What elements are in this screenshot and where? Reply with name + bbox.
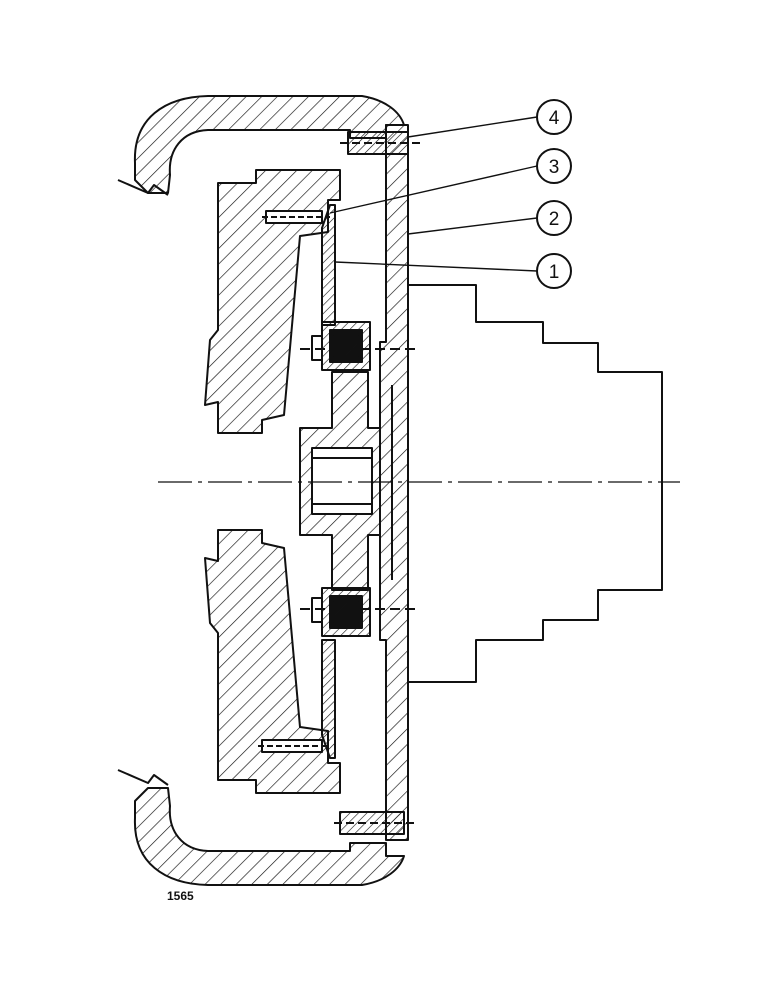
callout-3: 3 <box>549 157 560 178</box>
callout-3-circle <box>536 148 572 184</box>
figure-number: 1565 <box>167 889 194 903</box>
leader-1 <box>334 261 538 272</box>
upper-break-line <box>117 179 169 196</box>
upper-housing <box>133 95 405 194</box>
leader-4 <box>407 116 538 138</box>
callout-2-circle <box>536 200 572 236</box>
upper-damper-inner <box>333 335 359 357</box>
callout-1: 1 <box>549 262 560 283</box>
leader-2 <box>407 217 538 235</box>
upper-pressure-block <box>204 169 341 434</box>
callout-4: 4 <box>549 108 560 129</box>
lower-break-line <box>117 769 169 786</box>
cover-plate <box>379 124 409 841</box>
lower-damper-inner <box>333 601 359 623</box>
callout-2: 2 <box>549 209 560 230</box>
leader-3 <box>329 165 538 214</box>
spring-plate-lower <box>321 639 336 759</box>
lower-pressure-block <box>204 529 341 794</box>
spring-plate-upper <box>321 204 336 326</box>
callout-1-circle <box>536 253 572 289</box>
lower-housing <box>133 787 405 886</box>
callout-4-circle <box>536 99 572 135</box>
stepped-outline <box>408 284 663 683</box>
